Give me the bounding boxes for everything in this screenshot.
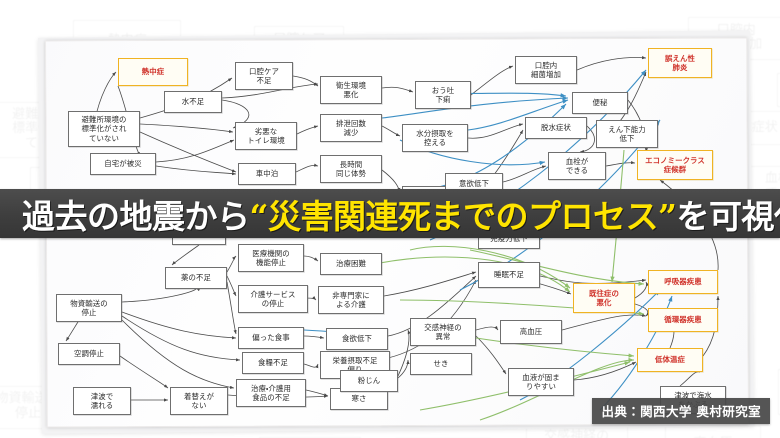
diagram-node-n08: 衛生環境 悪化 — [320, 76, 382, 104]
diagram-node-n20: 血栓が できる — [548, 152, 606, 180]
diagram-node-n06: 劣悪な トイレ環境 — [235, 122, 297, 150]
diagram-node-n25: 空調停止 — [58, 343, 120, 365]
title-highlight: “災害関連死までのプロセス” — [249, 196, 677, 236]
diagram-node-n44: 粉じん — [340, 370, 398, 392]
diagram-node-n17: 便秘 — [572, 92, 628, 114]
title-prefix: 過去の地震から — [22, 196, 250, 236]
diagram-node-n23: 薬の不足 — [165, 267, 227, 289]
diagram-node-n34: 非専門家に よる介護 — [318, 286, 384, 314]
title-suffix: を可視化 — [676, 196, 780, 236]
page-title: 過去の地震から“災害関連死までのプロセス”を可視化 — [22, 190, 780, 238]
diagram-node-n11: おう吐 下痢 — [415, 81, 471, 109]
diagram-node-n26: 津波で 濡れる — [73, 387, 131, 415]
diagram-node-n47: 循環器疾患 — [648, 308, 718, 332]
diagram-node-n30: 偏った食事 — [238, 327, 304, 349]
diagram-node-n21: エコノミークラス 症候群 — [637, 150, 713, 180]
diagram-node-n27: 着替えが ない — [170, 387, 228, 415]
ghost-node-n17: 便秘 — [776, 72, 780, 107]
diagram-node-n42: 高血圧 — [500, 320, 562, 344]
diagram-node-n29: 介護サービス の停止 — [238, 285, 308, 313]
diagram-node-n39: 睡眠不足 — [478, 262, 540, 288]
diagram-node-n24: 物資輸送の 停止 — [56, 294, 122, 322]
diagram-node-n09: 排泄回数 減少 — [320, 114, 382, 142]
diagram-node-n32: 治療・介護用 食品の不足 — [236, 379, 306, 407]
diagram-node-n35: 食欲低下 — [326, 328, 388, 350]
diagram-node-n33: 治療困難 — [320, 253, 382, 275]
diagram-node-n28: 医療機関の 機能停止 — [238, 244, 304, 272]
diagram-node-n43: せき — [410, 353, 472, 375]
diagram-node-n46: 呼吸器疾患 — [648, 270, 718, 294]
diagram-node-n01: 熱中症 — [118, 58, 188, 86]
diagram-node-n40: 既往症の 悪化 — [573, 283, 635, 313]
diagram-node-n16: 誤えん性 肺炎 — [648, 48, 712, 78]
diagram-node-n18: 脱水症状 — [525, 117, 587, 139]
diagram-node-n48: 低体温症 — [637, 348, 703, 372]
diagram-node-n02: 避難所環境の 標準化がされ ていない — [68, 111, 140, 147]
ghost-node-n42: 高血圧 — [665, 426, 762, 438]
title-banner: 過去の地震から“災害関連死までのプロセス”を可視化 — [0, 189, 780, 238]
source-credit: 出典：関西大学 奥村研究室 — [592, 398, 770, 424]
diagram-node-n41: 交感神経の 異常 — [410, 318, 476, 346]
diagram-node-n03: 自宅が被災 — [90, 153, 156, 175]
diagram-node-n19: えん下能力 低下 — [596, 120, 658, 148]
diagram-node-n10: 長時間 同じ体勢 — [320, 155, 382, 183]
diagram-node-n31: 食糧不足 — [242, 352, 304, 374]
diagram-node-n12: 水分摂取を 控える — [402, 124, 468, 152]
diagram-node-n04: 水不足 — [164, 91, 222, 113]
diagram-node-n45: 血液が固ま りやすい — [508, 368, 574, 396]
diagram-node-n07: 車中泊 — [238, 163, 296, 185]
diagram-node-n15: 口腔内 細菌増加 — [515, 56, 577, 84]
diagram-node-n05: 口腔ケア 不足 — [235, 62, 293, 90]
